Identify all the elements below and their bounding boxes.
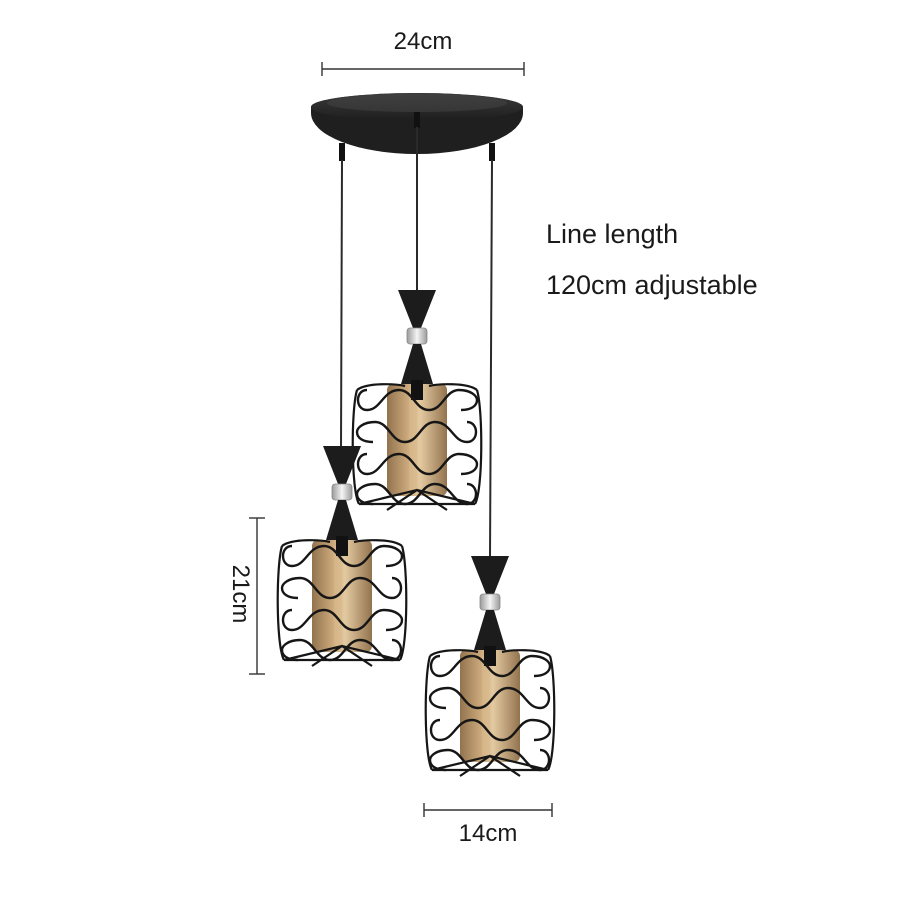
pendant-upper <box>351 290 483 511</box>
shade-height-label: 21cm <box>227 564 254 624</box>
pendant-right <box>424 556 556 777</box>
shade-width-dimension <box>423 803 553 817</box>
canopy-width-dimension <box>321 62 525 76</box>
pendant-shades <box>276 290 556 777</box>
line-length-value: 120cm adjustable <box>546 270 758 300</box>
ceiling-canopy <box>311 93 523 161</box>
suspension-cords <box>340 127 493 559</box>
pendant-left <box>276 446 408 667</box>
shade-height-dimension <box>249 517 265 675</box>
shade-width-label: 14cm <box>458 820 518 847</box>
line-length-label: Line length <box>546 219 679 249</box>
canopy-width-label: 24cm <box>393 28 453 55</box>
